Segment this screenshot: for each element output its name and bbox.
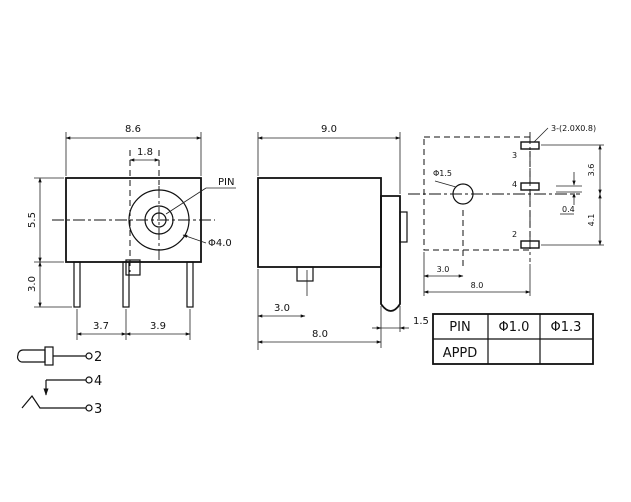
side-latch (399, 211, 408, 243)
schematic-pin-3: 3 (94, 402, 102, 417)
pin-table: PIN APPD Φ1.0 Φ1.3 (432, 313, 594, 365)
dim-total-x-label: 8.0 (471, 281, 484, 290)
pin-table-row-pin: PIN (449, 320, 470, 335)
front-view: 8.6 1.8 5.5 3.0 3.7 3.9 PIN Φ4.0 (27, 124, 236, 340)
pin-table-row-appd: APPD (443, 346, 478, 361)
side-barrel-outline (380, 195, 401, 312)
slot-spec-label: 3-(2.0X0.8) (551, 124, 596, 133)
dim-pin-length-label: 3.0 (27, 276, 38, 292)
pin-callout-leader (165, 187, 207, 215)
dim-side-pin-label: 3.0 (274, 303, 290, 314)
front-pin-left (73, 261, 81, 308)
dim-hole-x-label: 3.0 (437, 265, 450, 274)
dim-width-label: 8.6 (125, 124, 141, 135)
plug-symbol-collar (44, 346, 54, 366)
schematic-pin-2: 2 (94, 350, 102, 365)
mount-hole-circle (452, 183, 474, 205)
dim-overhang-label: 1.5 (413, 316, 429, 327)
dim-height-label: 5.5 (27, 212, 38, 228)
hole-callout-leader (182, 234, 207, 244)
hole-callout-label: Φ4.0 (208, 238, 232, 249)
dim-lower-label: 4.1 (587, 214, 596, 227)
pad-4-label: 4 (512, 180, 517, 189)
pin-table-col-2: Φ1.3 (551, 320, 582, 335)
mount-hole-label: Φ1.5 (433, 169, 452, 178)
side-pin-tab (296, 266, 314, 282)
plug-symbol-body (16, 349, 46, 363)
front-pin-right (186, 261, 194, 308)
dim-side-length-label: 9.0 (321, 124, 337, 135)
dim-left-span-label: 3.7 (93, 321, 109, 332)
dim-pin-offset-label: 1.8 (137, 147, 153, 158)
pin-table-col-1: Φ1.0 (499, 320, 530, 335)
dim-right-span-label: 3.9 (150, 321, 166, 332)
pad-3-label: 3 (512, 151, 517, 160)
schematic-pin-4: 4 (94, 374, 102, 389)
footprint-outline (423, 136, 531, 251)
footprint-view: Φ1.5 3 4 2 3-(2.0X0.8) 3.6 4.1 0.4 3.0 8… (408, 124, 604, 296)
pad-2-label: 2 (512, 230, 517, 239)
dim-side-base-label: 8.0 (312, 329, 328, 340)
dim-upper-label: 3.6 (587, 164, 596, 177)
dim-slot-width-label: 0.4 (562, 205, 575, 214)
side-view: 9.0 3.0 8.0 1.5 (257, 124, 429, 350)
side-body-outline (257, 177, 382, 268)
front-center-tab (125, 259, 141, 276)
pin-callout-label: PIN (218, 177, 234, 188)
spring-contact-symbol (21, 394, 86, 409)
schematic-symbol: 2 4 3 (16, 346, 102, 417)
